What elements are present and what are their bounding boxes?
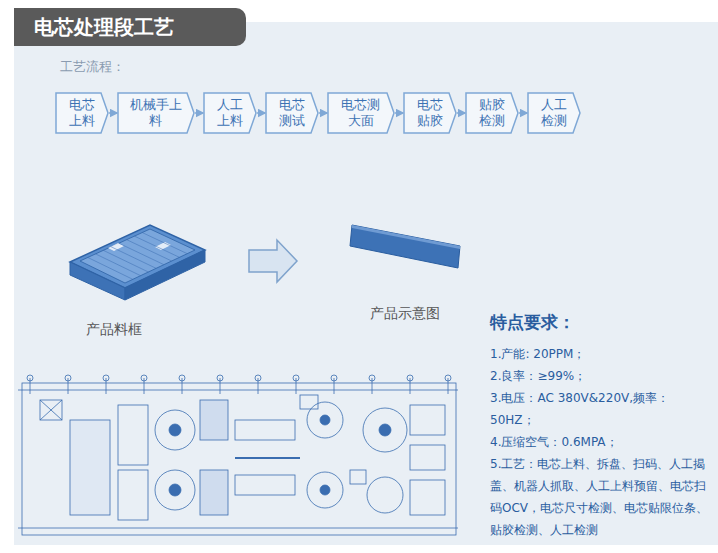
step-text: 人工 上料	[203, 94, 257, 132]
caption-label: 产品料框	[86, 320, 186, 338]
title: 电芯处理段工艺	[14, 14, 174, 41]
step-text: 电芯 上料	[55, 94, 109, 132]
caption-label: 产品示意图	[370, 304, 480, 322]
process-step: 贴胶 检测	[465, 92, 519, 134]
process-step: 机械手上 料	[117, 92, 195, 134]
process-step: 电芯测 大面	[327, 92, 395, 134]
step-text: 人工 检测	[527, 94, 581, 132]
process-step: 人工 上料	[203, 92, 257, 134]
flow-connector	[395, 112, 403, 114]
caption-label: 工艺流程：	[60, 58, 180, 75]
process-step: 电芯 上料	[55, 92, 109, 134]
title-tab: 电芯处理段工艺	[14, 8, 246, 46]
flow-arrow	[249, 240, 297, 282]
flow-connector	[109, 112, 117, 114]
process-step: 人工 检测	[527, 92, 581, 134]
section-heading: 特点要求：	[490, 312, 640, 333]
requirement-item: 5.工艺：电芯上料、拆盘、扫码、人工揭盖、机器人抓取、人工上料预留、电芯扫码OC…	[490, 453, 712, 541]
requirement-item: 2.良率：≥99%；	[490, 365, 712, 387]
product-cell	[350, 225, 460, 268]
step-text: 电芯 测试	[265, 94, 319, 132]
layout-drawing	[18, 375, 458, 535]
product-tray	[70, 225, 205, 300]
flow-connector	[257, 112, 265, 114]
requirement-item: 4.压缩空气：0.6MPA；	[490, 431, 712, 453]
step-text: 机械手上 料	[117, 94, 195, 132]
step-text: 电芯 贴胶	[403, 94, 457, 132]
step-text: 电芯测 大面	[327, 94, 395, 132]
flow-connector	[457, 112, 465, 114]
requirement-item: 3.电压：AC 380V&220V,频率：50HZ；	[490, 387, 712, 431]
requirement-item: 1.产能: 20PPM；	[490, 343, 712, 365]
flow-connector	[195, 112, 203, 114]
flow-connector	[319, 112, 327, 114]
step-text: 贴胶 检测	[465, 94, 519, 132]
flow-connector	[519, 112, 527, 114]
process-step: 电芯 贴胶	[403, 92, 457, 134]
process-step: 电芯 测试	[265, 92, 319, 134]
